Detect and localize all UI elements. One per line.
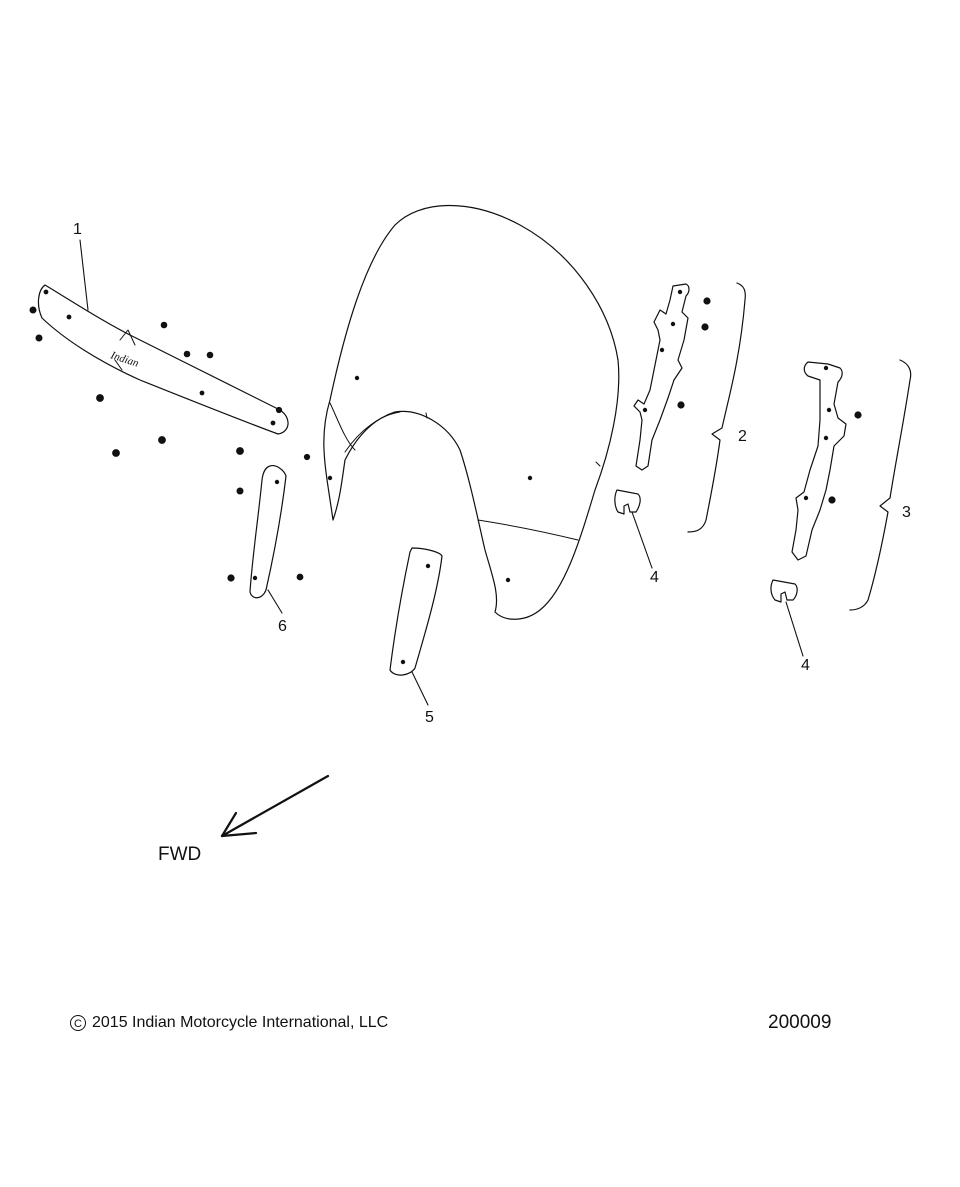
callout-6: 6 [278,618,287,635]
callout-3: 3 [902,504,911,521]
brace-part-3 [849,359,912,611]
copyright-icon: C [70,1015,86,1031]
callout-4-right: 4 [801,657,810,674]
clip-left-part-4 [614,489,641,515]
leader-lines [79,239,804,706]
callout-5: 5 [425,709,434,726]
figure-number: 200009 [768,1012,832,1033]
clip-right-part-4 [770,579,798,603]
fwd-label: FWD [158,844,202,865]
callout-1: 1 [73,221,82,238]
brace-part-2 [687,282,746,533]
copyright-text: 2015 Indian Motorcycle International, LL… [92,1014,389,1031]
callout-4-left: 4 [650,569,659,586]
center-strip-part-5 [389,547,443,676]
copyright-notice: C 2015 Indian Motorcycle International, … [70,1015,388,1031]
upper-trim-part-1: Indian [37,284,289,435]
callout-2: 2 [738,428,747,445]
bracket-left-part-2 [633,283,711,471]
trim-fasteners [29,306,311,495]
bracket-right-part-3 [791,361,862,561]
windshield-glass [323,204,620,620]
left-strip-part-6 [227,465,304,599]
fwd-arrow [220,774,330,838]
